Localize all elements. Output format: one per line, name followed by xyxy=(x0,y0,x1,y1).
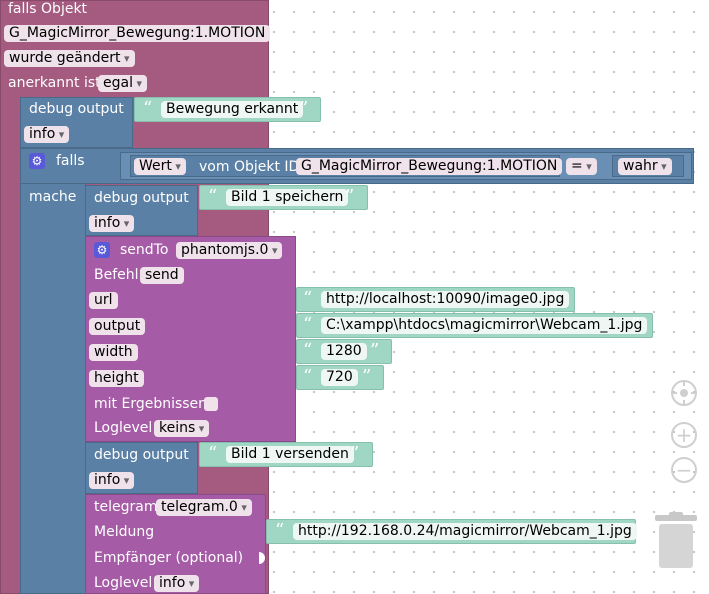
empfaenger-input-socket[interactable] xyxy=(259,552,265,564)
debug1-label: debug output xyxy=(29,101,124,117)
empfaenger-label: Empfänger (optional) xyxy=(94,550,244,566)
param-name-width[interactable]: width xyxy=(89,344,138,361)
debug3-text[interactable]: Bild 1 versenden xyxy=(226,446,354,463)
meldung-label: Meldung xyxy=(94,524,155,540)
param-name-height[interactable]: height xyxy=(89,370,144,387)
trigger-ack-label: anerkannt ist xyxy=(8,75,101,91)
param-width-string-block[interactable]: “ 1280 ” xyxy=(296,339,392,364)
gear-icon[interactable]: ⚙ xyxy=(29,153,45,169)
param-output-string-block[interactable]: “ C:\xampp\htdocs\magicmirror\Webcam_1.j… xyxy=(296,313,653,338)
value-property-dropdown[interactable]: Wert xyxy=(134,158,186,175)
debug2-label: debug output xyxy=(94,190,189,206)
trigger-object-field[interactable]: G_MagicMirror_Bewegung:1.MOTION xyxy=(4,25,271,42)
if-block[interactable] xyxy=(20,148,86,594)
debug1-string-block[interactable]: “ Bewegung erkannt ” xyxy=(134,97,321,122)
mit-ergebnissen-label: mit Ergebnissen xyxy=(94,396,208,412)
debug2-level-dropdown[interactable]: info xyxy=(89,215,135,232)
debug1-level-dropdown[interactable]: info xyxy=(24,126,70,143)
debug3-string-block[interactable]: “ Bild 1 versenden ” xyxy=(199,442,373,467)
value-of-label: vom Objekt ID xyxy=(199,159,300,175)
param-name-output[interactable]: output xyxy=(89,318,146,335)
sendto-loglevel-dropdown[interactable]: keins xyxy=(154,420,210,437)
befehl-field[interactable]: send xyxy=(140,267,184,284)
sendto-loglevel-label: Loglevel xyxy=(94,420,153,436)
mit-ergebnissen-checkbox[interactable] xyxy=(204,397,218,411)
debug2-text[interactable]: Bild 1 speichern xyxy=(226,189,349,206)
param-height-string-block[interactable]: “ 720 ” xyxy=(296,365,384,390)
befehl-label: Befehl xyxy=(94,267,139,283)
meldung-value[interactable]: http://192.168.0.24/magicmirror/Webcam_1… xyxy=(293,523,637,540)
if-label: falls xyxy=(56,153,85,169)
operator-dropdown[interactable]: = xyxy=(566,158,597,175)
target-icon[interactable] xyxy=(671,380,697,406)
sendto-block[interactable] xyxy=(85,236,296,442)
condition-object-field[interactable]: G_MagicMirror_Bewegung:1.MOTION xyxy=(296,158,563,175)
param-output-value[interactable]: C:\xampp\htdocs\magicmirror\Webcam_1.jpg xyxy=(321,317,648,334)
telegram-loglevel-dropdown[interactable]: info xyxy=(154,575,200,592)
telegram-label: telegram xyxy=(94,499,158,515)
telegram-instance-dropdown[interactable]: telegram.0 xyxy=(156,499,252,516)
zoom-in-icon[interactable]: + xyxy=(671,422,697,448)
sendto-label: sendTo xyxy=(120,242,169,258)
trigger-event-dropdown[interactable]: wurde geändert xyxy=(4,50,135,67)
debug3-label: debug output xyxy=(94,447,189,463)
debug1-text[interactable]: Bewegung erkannt xyxy=(161,101,304,118)
param-name-url[interactable]: url xyxy=(89,292,118,309)
param-width-value[interactable]: 1280 xyxy=(321,343,367,360)
sendto-instance-dropdown[interactable]: phantomjs.0 xyxy=(176,242,283,259)
telegram-loglevel-label: Loglevel xyxy=(94,575,153,591)
meldung-string-block[interactable]: “ http://192.168.0.24/magicmirror/Webcam… xyxy=(266,519,637,544)
zoom-out-icon[interactable]: − xyxy=(671,457,697,483)
do-label: mache xyxy=(29,189,77,205)
param-url-value[interactable]: http://localhost:10090/image0.jpg xyxy=(321,291,570,308)
trash-icon[interactable] xyxy=(655,512,697,570)
debug3-level-dropdown[interactable]: info xyxy=(89,472,135,489)
param-height-value[interactable]: 720 xyxy=(321,369,358,386)
trigger-title: falls Objekt xyxy=(8,1,88,17)
trigger-ack-dropdown[interactable]: egal xyxy=(98,75,147,92)
debug2-string-block[interactable]: “ Bild 1 speichern ” xyxy=(199,185,368,210)
param-url-string-block[interactable]: “ http://localhost:10090/image0.jpg ” xyxy=(296,287,575,312)
bool-dropdown[interactable]: wahr xyxy=(618,158,672,175)
gear-icon[interactable]: ⚙ xyxy=(94,242,110,258)
